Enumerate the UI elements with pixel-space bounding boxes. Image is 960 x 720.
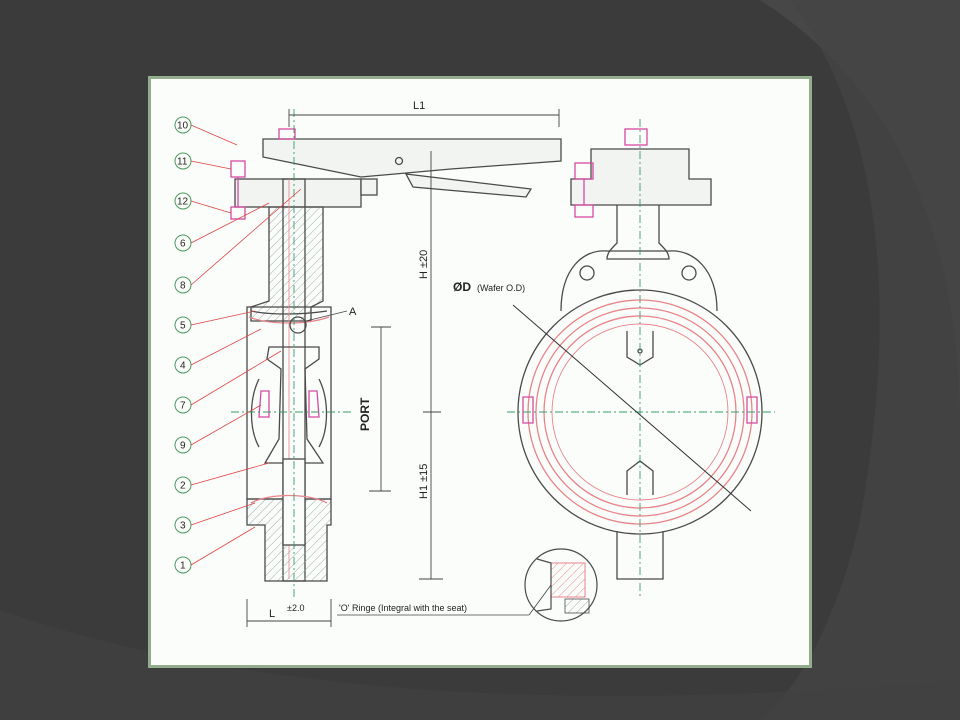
- svg-text:9: 9: [180, 441, 186, 452]
- callout-7: 7: [174, 350, 282, 414]
- callout-8: 8: [174, 188, 302, 294]
- top-flange: [234, 178, 362, 208]
- callout-4: 4: [174, 328, 262, 374]
- callout-11: 11: [174, 152, 232, 170]
- svg-text:12: 12: [177, 197, 189, 208]
- od-label: ØD: [453, 280, 471, 294]
- lever-handle: [262, 138, 562, 178]
- lug-ears: [560, 250, 718, 312]
- dim-l1: L1: [413, 100, 425, 112]
- lever-pin: [394, 156, 404, 166]
- front-view: [507, 119, 775, 599]
- detail-a-label: A: [349, 306, 357, 318]
- dimension-lines: [246, 109, 560, 627]
- svg-text:6: 6: [180, 239, 186, 250]
- svg-text:8: 8: [180, 281, 186, 292]
- lever-trigger: [404, 173, 533, 198]
- valve-neck: [250, 206, 324, 322]
- dim-h: H ±20: [418, 250, 430, 279]
- disc: [263, 346, 325, 464]
- svg-text:11: 11: [177, 157, 188, 168]
- callout-6: 6: [174, 202, 270, 252]
- callout-12: 12: [174, 192, 232, 214]
- callout-9: 9: [174, 404, 262, 454]
- part-callouts: 10 11 12 6 8: [174, 116, 302, 574]
- callout-5: 5: [174, 310, 256, 334]
- svg-text:4: 4: [180, 361, 186, 372]
- dim-l-tol: ±2.0: [287, 603, 304, 613]
- slide-panel: L1 H ±20 H1 ±15 PORT L ±2.0 A 10 11 12: [148, 76, 812, 668]
- callout-2: 2: [174, 462, 270, 494]
- top-plate: [570, 148, 712, 206]
- od-note: (Wafer O.D): [477, 283, 525, 293]
- dim-l: L: [269, 608, 275, 620]
- valve-drawing: L1 H ±20 H1 ±15 PORT L ±2.0 A 10 11 12: [174, 100, 775, 627]
- detail-a-circle: [289, 316, 307, 334]
- svg-text:7: 7: [180, 401, 186, 412]
- section-view: [230, 109, 562, 599]
- svg-text:3: 3: [180, 521, 186, 532]
- svg-text:5: 5: [180, 321, 186, 332]
- detail-o-ring: [524, 548, 598, 622]
- svg-text:2: 2: [180, 481, 186, 492]
- o-ring-note: 'O' Ringe (Integral with the seat): [339, 603, 467, 613]
- callout-10: 10: [174, 116, 238, 146]
- dim-port: PORT: [358, 397, 372, 431]
- svg-text:10: 10: [177, 121, 189, 132]
- dim-h1: H1 ±15: [418, 464, 430, 499]
- svg-text:1: 1: [180, 561, 186, 572]
- callout-3: 3: [174, 502, 256, 534]
- callout-1: 1: [174, 526, 256, 574]
